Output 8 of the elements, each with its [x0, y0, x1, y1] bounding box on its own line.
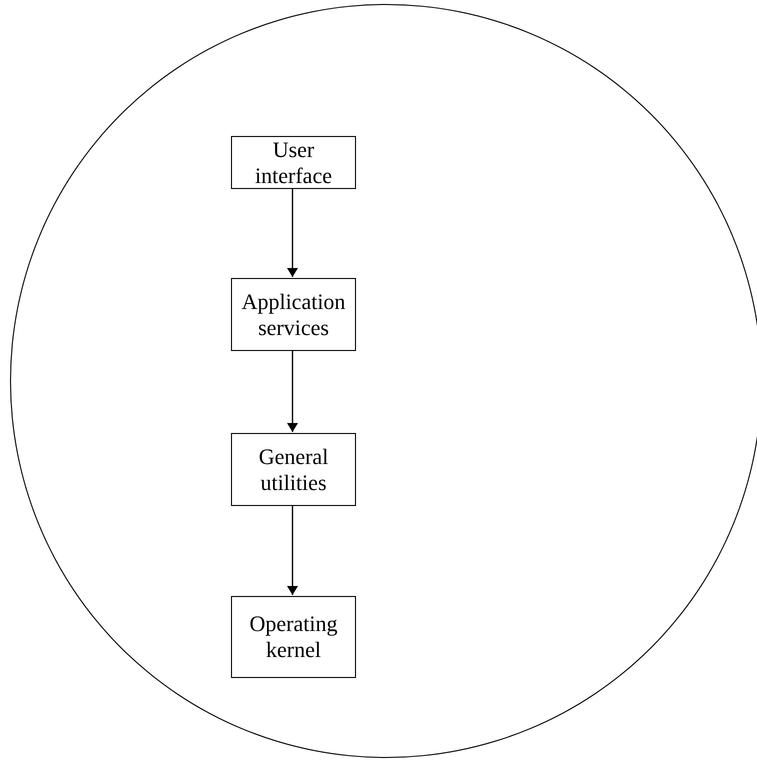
process-box: Application services: [231, 278, 356, 351]
arrow: [288, 188, 297, 277]
boundary-circle: [10, 4, 757, 758]
arrow: [288, 350, 297, 432]
process-box: Operating kernel: [231, 596, 356, 678]
process-box: General utilities: [231, 433, 356, 506]
arrow: [288, 505, 297, 595]
process-box: User interface: [231, 136, 356, 189]
